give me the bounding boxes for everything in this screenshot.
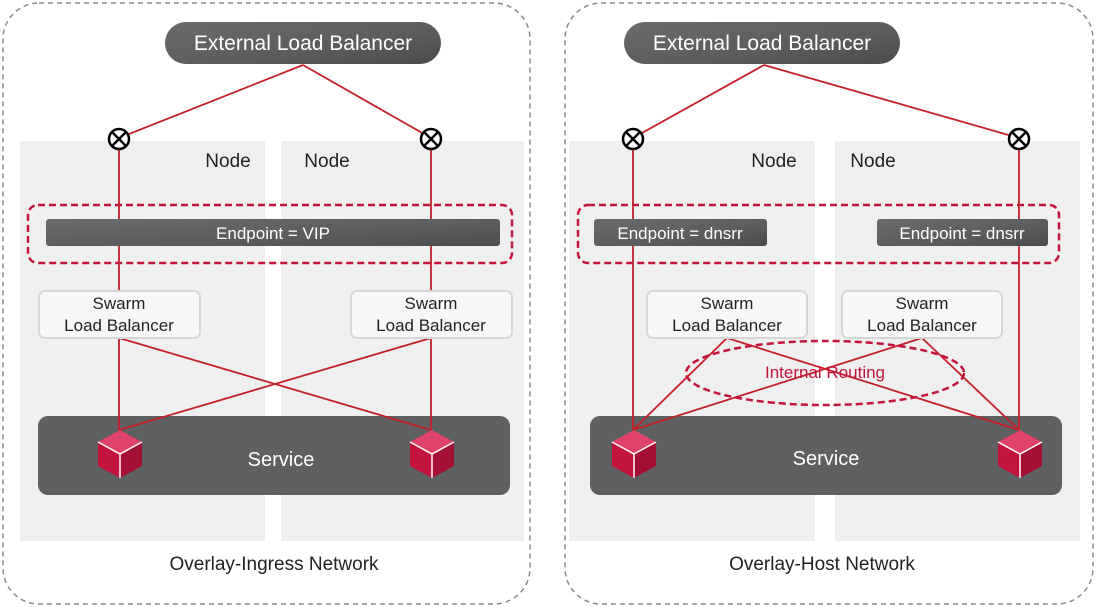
left-external-lb: [165, 22, 441, 64]
left-connection-lines: [118, 64, 432, 431]
right-node-label-1: Node: [751, 151, 796, 172]
right-swarm-lb-2-line1: Swarm: [896, 294, 949, 313]
right-swarm-lb-2-line2: Load Balancer: [867, 316, 977, 335]
left-endpoint-group: [26, 203, 514, 265]
left-swarm-lb-2-line2: Load Balancer: [376, 316, 486, 335]
right-external-lb-label: External Load Balancer: [653, 32, 871, 55]
left-service-label: Service: [248, 449, 315, 471]
right-node-label-2: Node: [850, 151, 895, 172]
right-caption: Overlay-Host Network: [729, 554, 915, 575]
right-port-icon-2: [1007, 127, 1031, 151]
right-endpoint-group: [576, 203, 1061, 265]
right-endpoint-bar-1: [594, 219, 767, 246]
right-endpoint-bar-2: [877, 219, 1048, 246]
right-panel: Node Node Service Endpoint = dnsrr Endpo…: [564, 2, 1094, 605]
left-node-label-2: Node: [304, 151, 349, 172]
left-external-lb-label: External Load Balancer: [194, 32, 412, 55]
right-internal-routing-label: Internal Routing: [765, 363, 885, 382]
left-swarm-lb-2: [350, 290, 513, 339]
left-swarm-lb-1-line2: Load Balancer: [64, 316, 174, 335]
right-network-boundary: [564, 2, 1094, 605]
left-port-icon-1: [107, 127, 131, 151]
left-node-label-1: Node: [205, 151, 250, 172]
right-service-bar: [590, 416, 1062, 495]
left-service-bar: [38, 416, 510, 495]
right-connection-lines: [632, 64, 1020, 431]
right-swarm-lb-1-line1: Swarm: [701, 294, 754, 313]
right-port-icon-1: [621, 127, 645, 151]
left-endpoint-bar: [46, 219, 500, 246]
right-external-lb: [624, 22, 900, 64]
left-swarm-lb-1: [38, 290, 201, 339]
left-swarm-lb-1-line1: Swarm: [93, 294, 146, 313]
left-endpoint-label: Endpoint = VIP: [216, 224, 330, 243]
left-port-icon-2: [419, 127, 443, 151]
left-caption: Overlay-Ingress Network: [169, 554, 379, 575]
right-swarm-lb-1: [646, 290, 808, 339]
left-network-boundary: [2, 2, 531, 605]
left-panel: Node Node Service Endpoint = VIP Swarm L…: [2, 2, 531, 605]
right-endpoint-label-1: Endpoint = dnsrr: [617, 224, 743, 243]
right-endpoint-label-2: Endpoint = dnsrr: [899, 224, 1025, 243]
right-swarm-lb-1-line2: Load Balancer: [672, 316, 782, 335]
right-service-label: Service: [793, 448, 860, 470]
right-swarm-lb-2: [841, 290, 1003, 339]
left-swarm-lb-2-line1: Swarm: [405, 294, 458, 313]
right-internal-routing-ellipse: [684, 339, 966, 407]
